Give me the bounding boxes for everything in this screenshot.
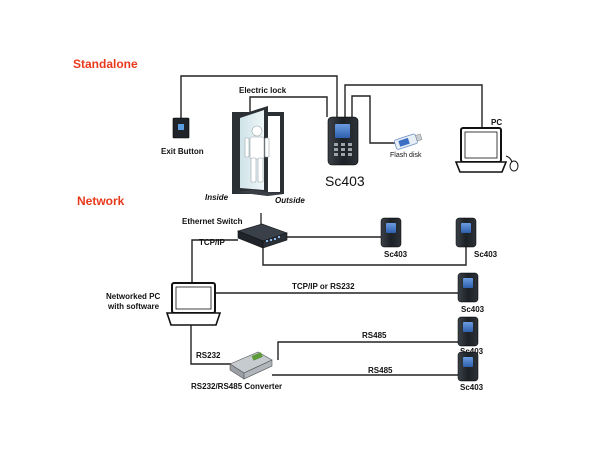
electric-lock-label: Electric lock [239, 86, 287, 95]
sc403-standalone-device [327, 116, 359, 166]
switch-ports [266, 236, 280, 242]
device-keypad [334, 143, 352, 156]
inside-label: Inside [205, 193, 229, 202]
network-title: Network [77, 194, 125, 208]
mouse-icon [509, 160, 519, 172]
sc403-network-label-2: Sc403 [474, 250, 498, 259]
network-wires [190, 236, 467, 376]
pc-label: PC [491, 118, 502, 127]
person-icon [244, 125, 270, 183]
device-screen [335, 124, 350, 138]
exit-button-label: Exit Button [161, 147, 204, 156]
sc403-network-device-1 [380, 217, 402, 248]
sc403-network-label-3: Sc403 [461, 305, 485, 314]
flash-disk-icon [394, 133, 423, 150]
sc403-network-device-4 [457, 316, 479, 347]
converter-label: RS232/RS485 Converter [191, 382, 282, 391]
rs232-label: RS232 [196, 351, 221, 360]
exit-button-wire [180, 75, 338, 118]
rs232-wire [190, 325, 233, 365]
outside-label: Outside [275, 196, 305, 205]
tcpip-label: TCP/IP [199, 238, 225, 247]
ethernet-switch-icon [237, 213, 288, 249]
networked-pc-label-line2: with software [107, 302, 160, 311]
sc403-network-label-5: Sc403 [460, 383, 484, 392]
networked-pc-icon [165, 282, 222, 326]
standalone-wires [180, 75, 483, 144]
sc403-standalone-label: Sc403 [325, 173, 365, 189]
sc403-network-label-4: Sc403 [460, 347, 484, 356]
exit-button-led-icon [178, 124, 184, 130]
ethernet-switch-label: Ethernet Switch [182, 217, 243, 226]
sc403-network-device-2 [455, 217, 477, 248]
door-icon [232, 106, 284, 196]
rs485-upper-label: RS485 [362, 331, 387, 340]
pc-standalone-icon [454, 127, 519, 173]
electric-lock-wire [249, 96, 328, 117]
sc403-network-device-5 [457, 351, 479, 382]
flash-disk-wire [351, 95, 395, 144]
rs485-upper-wire [277, 341, 458, 360]
tcpip-wire [191, 239, 238, 283]
sc403-network-label-1: Sc403 [384, 250, 408, 259]
flash-disk-label: Flash disk [390, 152, 422, 159]
converter-icon [229, 351, 273, 380]
standalone-title: Standalone [73, 57, 138, 71]
networked-pc-label-line1: Networked PC [106, 292, 160, 301]
switch-to-sc403-2-wire [262, 244, 467, 266]
tcpip-rs232-label: TCP/IP or RS232 [292, 282, 355, 291]
pc-wire [344, 84, 483, 128]
sc403-network-device-3 [457, 272, 479, 303]
exit-button-device [172, 117, 190, 139]
rs485-lower-label: RS485 [368, 366, 393, 375]
converter-terminal [251, 352, 263, 361]
door-threshold [236, 190, 284, 196]
